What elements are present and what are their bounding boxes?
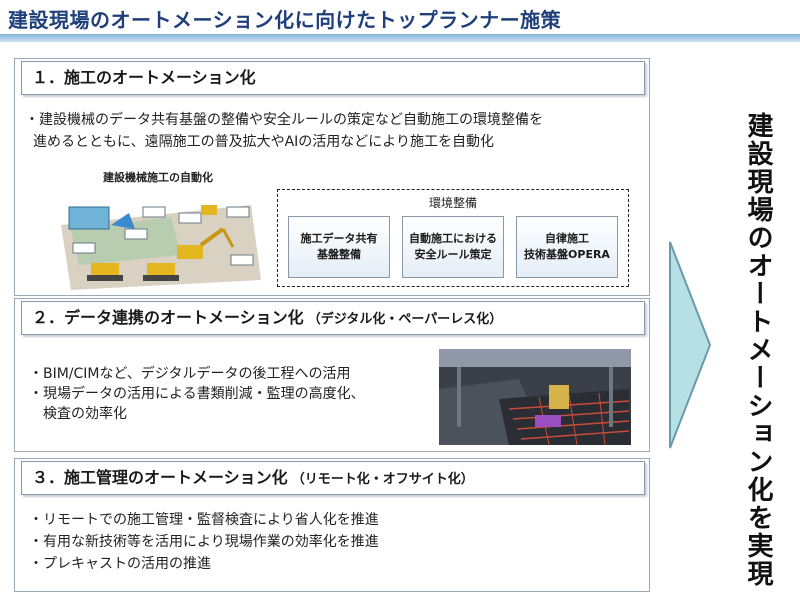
section-1-bullet-line-2: 進めるとともに、遠隔施工の普及拡大やAIの活用などにより施工を自動化 — [33, 134, 495, 150]
automation-image-title: 建設機械施工の自動化 — [103, 171, 213, 184]
section-2-bullet-3: 検査の効率化 — [29, 406, 127, 422]
title-underline-bar — [0, 34, 800, 42]
env-item-opera: 自律施工技術基盤OPERA — [516, 216, 618, 278]
env-item-1-line-2: 基盤整備 — [317, 248, 361, 261]
environment-preparation-title: 環境整備 — [428, 196, 477, 210]
env-item-1-line-1: 施工データ共有 — [300, 232, 378, 245]
page-title: 建設現場のオートメーション化に向けたトップランナー施策 — [8, 8, 562, 32]
section-3-bullet-1: ・リモートでの施工管理・監督検査により省人化を推進 — [29, 512, 379, 528]
section-1-panel: １．施工のオートメーション化 ・建設機械のデータ共有基盤の整備や安全ルールの策定… — [14, 58, 650, 296]
section-2-heading-text: ２．データ連携のオートメーション化 — [32, 308, 304, 327]
section-2-heading: ２．データ連携のオートメーション化（デジタル化・ペーパーレス化） — [21, 301, 645, 335]
side-conclusion-text: 建設現場のオートメーション化を実現 — [743, 112, 773, 588]
env-item-2-line-1: 自動施工における — [409, 232, 497, 245]
environment-preparation-box: 環境整備 施工データ共有基盤整備 自動施工における安全ルール策定 自律施工技術基… — [277, 189, 629, 287]
section-2-panel: ２．データ連携のオートメーション化（デジタル化・ペーパーレス化） ・BIM/CI… — [14, 298, 650, 452]
section-2-bullet-2: ・現場データの活用による書類削減・監理の高度化、 — [29, 386, 365, 402]
section-3-panel: ３．施工管理のオートメーション化（リモート化・オフサイト化） ・リモートでの施工… — [14, 458, 650, 592]
section-2-heading-sub: （デジタル化・ペーパーレス化） — [307, 312, 503, 327]
section-2-bullet-1: ・BIM/CIMなど、デジタルデータの後工程への活用 — [29, 366, 351, 382]
section-3-heading: ３．施工管理のオートメーション化（リモート化・オフサイト化） — [21, 461, 645, 495]
env-item-data-platform: 施工データ共有基盤整備 — [288, 216, 390, 278]
section-1-heading: １．施工のオートメーション化 — [21, 61, 645, 95]
right-arrow-icon — [669, 241, 712, 449]
env-item-2-line-2: 安全ルール策定 — [414, 248, 492, 261]
env-item-3-line-1: 自律施工 — [544, 232, 589, 245]
section-3-bullet-2: ・有用な新技術等を活用により現場作業の効率化を推進 — [29, 534, 379, 550]
section-1-bullet-line-1: ・建設機械のデータ共有基盤の整備や安全ルールの策定など自動施工の環境整備を — [25, 112, 543, 128]
env-item-3-line-2: 技術基盤OPERA — [524, 248, 610, 261]
section-3-bullet-3: ・プレキャストの活用の推進 — [29, 556, 211, 572]
section-3-heading-text: ３．施工管理のオートメーション化 — [32, 468, 288, 487]
construction-machinery-illustration — [61, 205, 261, 290]
section-3-heading-sub: （リモート化・オフサイト化） — [291, 472, 474, 487]
env-item-safety-rules: 自動施工における安全ルール策定 — [402, 216, 504, 278]
bim-cim-3d-model-image — [439, 349, 631, 445]
